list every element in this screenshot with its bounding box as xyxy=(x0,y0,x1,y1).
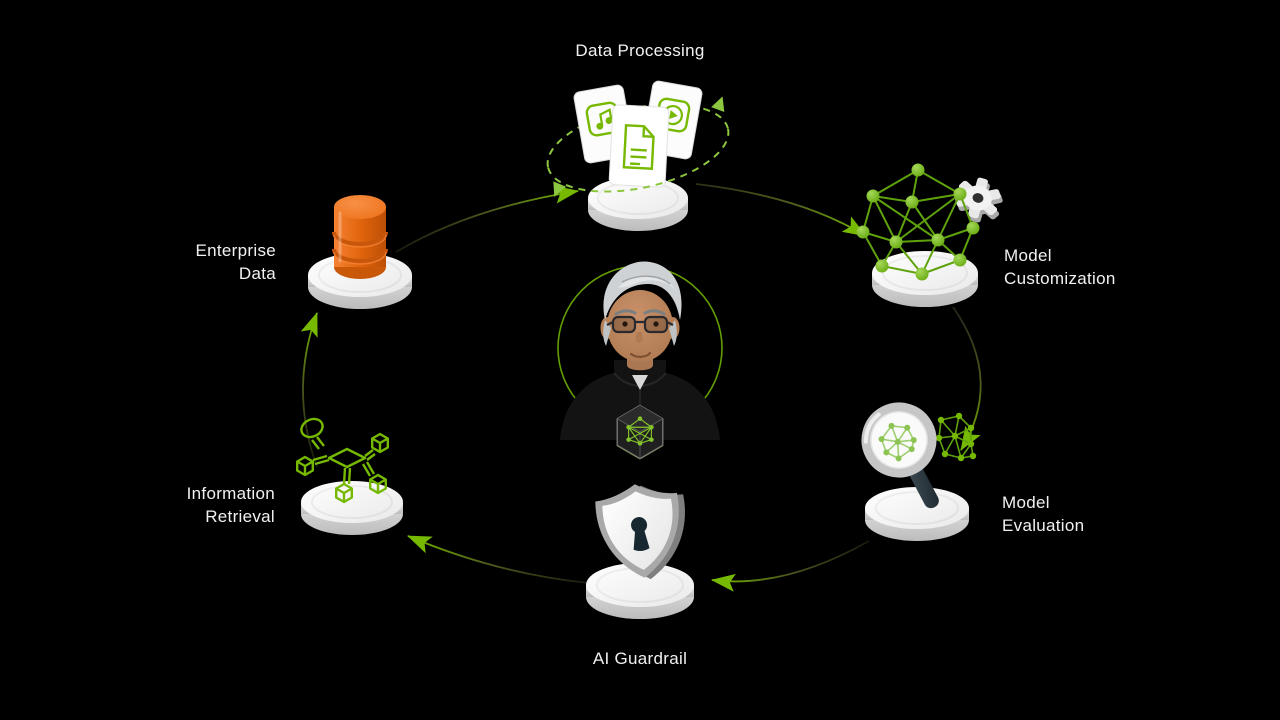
neural-network xyxy=(856,163,980,281)
node-label-data-processing: Data Processing xyxy=(575,41,705,60)
node-label-model-customization: Model Customization xyxy=(1004,246,1116,288)
graph-cube xyxy=(335,482,353,504)
arrow-ai-guardrail-to-information-retrieval xyxy=(407,535,590,584)
documents-processing-icon xyxy=(546,80,730,231)
node-label-model-evaluation: Model Evaluation xyxy=(1002,493,1085,535)
hexagon-neural-network-badge xyxy=(616,404,664,460)
pedestal xyxy=(586,563,694,619)
graph-cube xyxy=(296,455,314,477)
database-icon xyxy=(308,195,412,309)
arrow-information-retrieval-to-enterprise-data xyxy=(300,312,318,468)
processing-loop-front-arc xyxy=(547,96,730,197)
node-label-information-retrieval: Information Retrieval xyxy=(186,484,275,526)
text-document-card xyxy=(608,104,670,188)
graph-cube xyxy=(371,432,389,454)
small-neural-network xyxy=(935,412,977,462)
arrow-model-evaluation-to-ai-guardrail xyxy=(711,540,870,592)
magnifier xyxy=(861,402,939,509)
gear-icon xyxy=(955,177,1003,223)
shield-keyhole-icon xyxy=(586,484,694,619)
lens-network xyxy=(878,422,917,462)
pedestal xyxy=(865,487,969,541)
node-label-ai-guardrail: AI Guardrail xyxy=(592,649,688,668)
keyhole xyxy=(631,517,650,551)
arrow-enterprise-data-to-data-processing xyxy=(395,185,579,253)
neural-network-gear-icon xyxy=(856,163,1003,307)
magnifier-neural-network-icon xyxy=(861,402,977,541)
database-cylinder xyxy=(332,195,388,279)
pedestal xyxy=(588,177,688,231)
center-avatar-group xyxy=(557,261,723,460)
arrow-model-customization-to-model-evaluation xyxy=(952,306,982,451)
knowledge-graph-search-icon xyxy=(296,417,403,535)
hair xyxy=(603,261,682,346)
retrieval-graph xyxy=(296,417,389,504)
node-label-enterprise-data: Enterprise Data xyxy=(195,241,276,283)
graph-cube xyxy=(369,473,387,495)
person-avatar xyxy=(560,261,720,460)
arrow-data-processing-to-model-customization xyxy=(695,183,867,237)
shield xyxy=(595,484,685,580)
badge-neural-network xyxy=(626,416,654,446)
